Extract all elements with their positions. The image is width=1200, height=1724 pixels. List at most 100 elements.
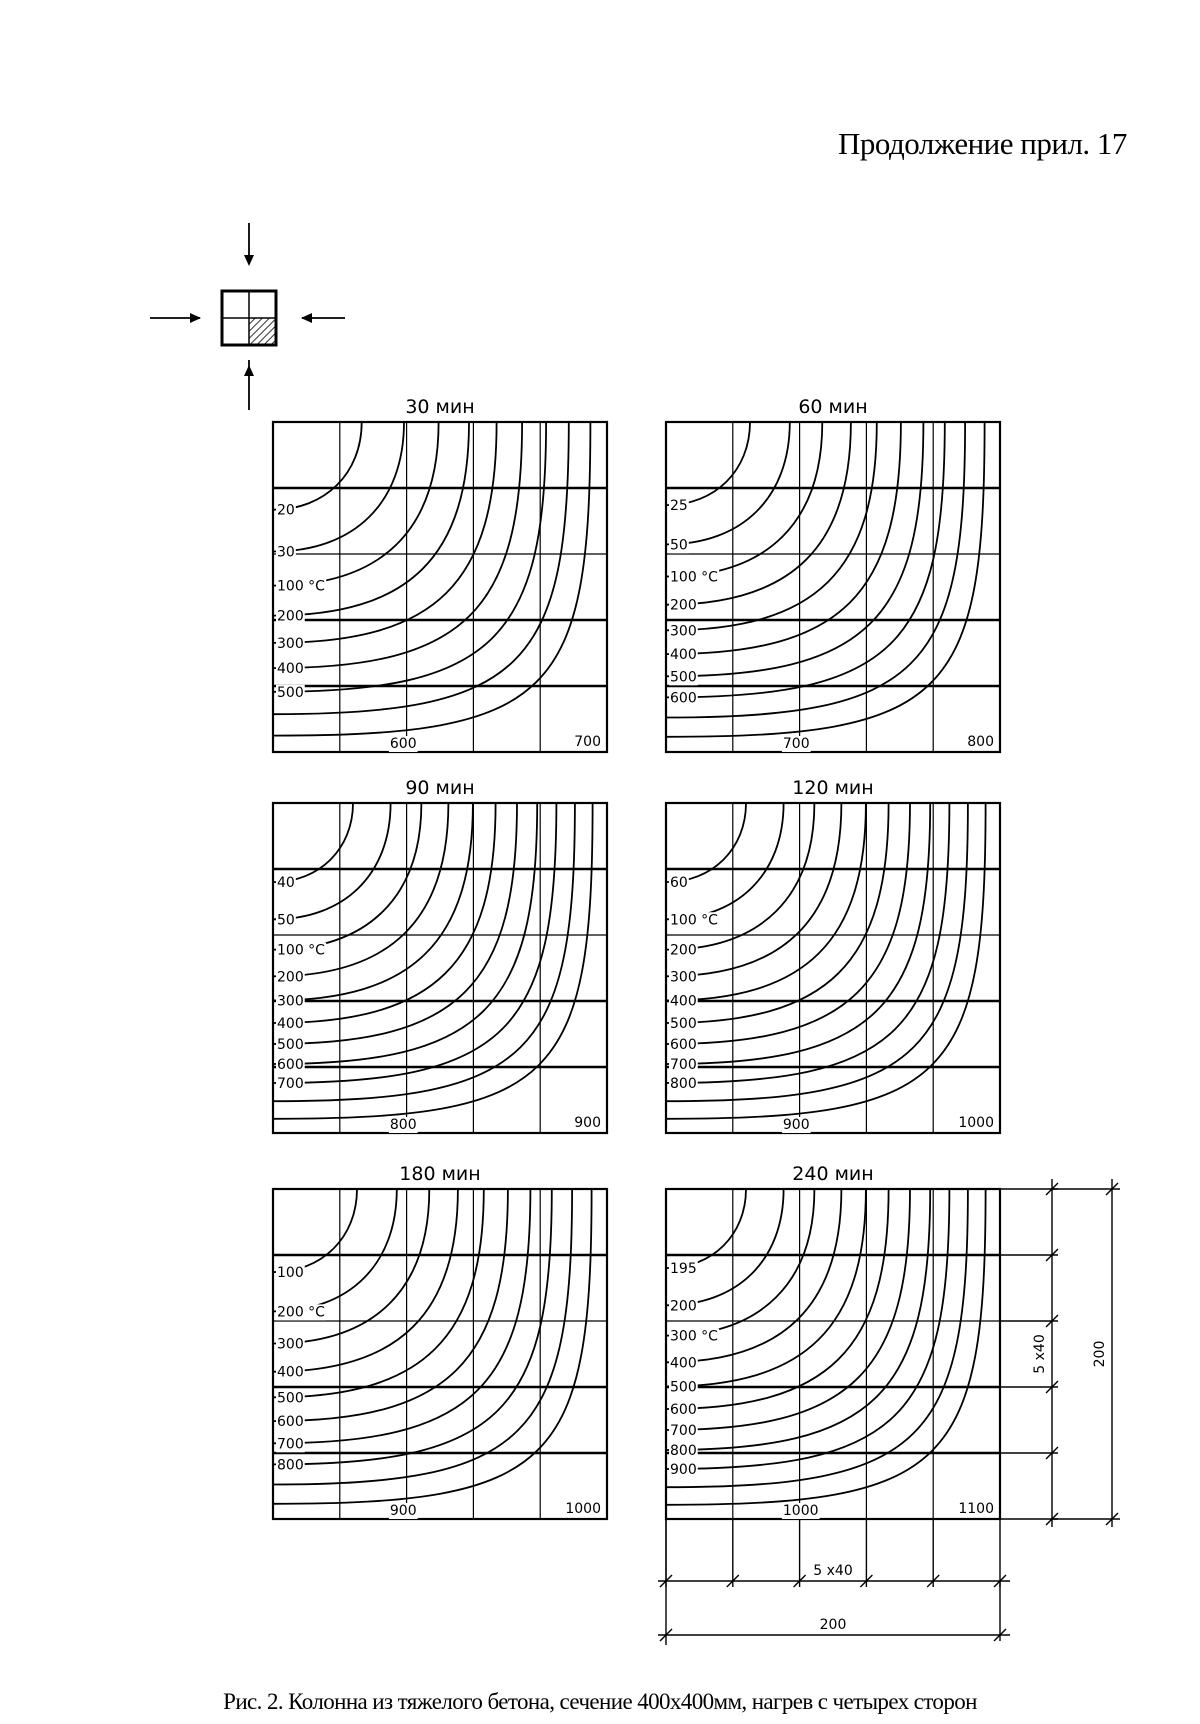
isotherm-label-bg — [276, 608, 305, 625]
isotherm-curve — [272, 421, 405, 553]
isotherm-label: 500 — [670, 669, 697, 685]
isotherm-label: 700 — [670, 1057, 697, 1073]
isotherm-curve — [272, 802, 558, 1084]
isotherm-curve — [272, 1188, 459, 1373]
isotherm-curve — [272, 802, 594, 1120]
isotherm-label: 30 — [277, 544, 295, 560]
heat-arrow-top — [244, 223, 254, 266]
isotherm-label: 50 — [277, 912, 295, 928]
isotherm-label: 900 — [390, 1503, 417, 1519]
isotherm-label: 600 — [670, 1402, 697, 1418]
isotherm-label: 1000 — [958, 1115, 994, 1131]
isotherm-label: 300 — [670, 969, 697, 985]
isotherm-curve — [665, 421, 791, 546]
isotherm-label-bg — [669, 875, 689, 892]
isotherm-label-bg — [276, 1265, 305, 1282]
isotherm-label-bg — [669, 993, 698, 1010]
isotherm-label: 200 — [277, 969, 304, 985]
isotherm-label: 195 — [670, 1261, 697, 1277]
isotherm-label-bg — [276, 1457, 305, 1474]
isotherm-label: 100 °С — [670, 912, 718, 928]
isotherm-curve — [272, 1188, 553, 1466]
isotherm-label: 300 — [277, 994, 304, 1010]
isotherm-label: 600 — [277, 1414, 304, 1430]
isotherm-label-bg — [957, 1115, 995, 1131]
isotherm-label: 100 °С — [277, 943, 325, 959]
dimension-tick — [993, 1628, 1007, 1642]
isotherm-label: 400 — [670, 1355, 697, 1371]
isotherm-label-bg — [669, 969, 698, 986]
isotherm-label: 600 — [670, 1037, 697, 1053]
isotherm-label-bg — [276, 1414, 305, 1431]
isotherm-curve — [272, 421, 440, 587]
isotherm-curve — [665, 421, 852, 606]
isotherm-curve — [272, 1188, 573, 1486]
isotherm-label: 500 — [670, 1016, 697, 1032]
panel-title: 120 мин — [792, 777, 873, 799]
isotherm-label: 100 — [277, 1265, 304, 1281]
hatched-quarter — [249, 318, 276, 345]
isotherm-label-bg — [669, 1037, 698, 1054]
isotherm-curve — [665, 802, 969, 1103]
isotherm-curve — [665, 1188, 932, 1451]
page-header: Продолжение прил. 17 — [838, 126, 1127, 161]
panel-title: 60 мин — [798, 396, 867, 418]
isotherm-label-bg — [669, 1328, 720, 1345]
dimension-tick — [659, 1628, 673, 1642]
isotherm-curve — [665, 421, 986, 738]
isotherm-curve — [272, 1188, 358, 1273]
isotherm-curve — [272, 802, 539, 1065]
isotherm-label: 1000 — [565, 1501, 601, 1517]
isotherm-label: 800 — [967, 734, 994, 750]
isotherm-label-bg — [276, 635, 305, 652]
isotherm-curve — [665, 1188, 785, 1307]
isotherm-curve — [272, 421, 523, 669]
isotherm-label: 20 — [277, 503, 295, 519]
isotherm-curve — [272, 1188, 485, 1399]
isotherm-label-bg — [276, 502, 296, 519]
isotherm-label-bg — [276, 1015, 305, 1032]
isotherm-curve — [272, 421, 570, 716]
isotherm-label-bg — [669, 942, 698, 959]
isotherm-label-bg — [276, 942, 327, 959]
isotherm-label: 400 — [277, 661, 304, 677]
isotherm-label-bg — [669, 1423, 698, 1440]
isotherm-curve — [272, 421, 547, 693]
isotherm-label: 600 — [670, 690, 697, 706]
isotherm-curve — [665, 421, 751, 506]
dimension-tick — [1105, 1512, 1119, 1526]
isotherm-label: 800 — [670, 1076, 697, 1092]
isotherm-curve — [665, 802, 785, 921]
isotherm-label-bg — [276, 875, 296, 892]
isotherm-curve — [665, 802, 890, 1024]
isotherm-curve — [665, 802, 816, 951]
isotherm-label: 200 °С — [277, 1304, 325, 1320]
isotherm-label: 900 — [574, 1115, 601, 1131]
isotherm-curve — [272, 1188, 532, 1445]
isotherm-label: 25 — [670, 498, 688, 514]
isotherm-label-bg — [276, 578, 327, 595]
isotherm-label-bg — [388, 736, 418, 752]
isotherm-label-bg — [388, 1503, 418, 1519]
isotherm-label-bg — [276, 684, 305, 701]
dimension-tick — [926, 1574, 940, 1588]
dimension-label-horizontal-step: 5 х40 — [813, 1563, 852, 1579]
heat-arrow-left — [150, 313, 201, 323]
isotherm-label: 800 — [390, 1117, 417, 1133]
isotherm-label: 700 — [670, 1423, 697, 1439]
panel-frame — [664, 1187, 1002, 1521]
heat-arrow-right — [301, 313, 345, 323]
isotherm-curve — [665, 421, 878, 632]
isotherm-label-bg — [669, 498, 689, 515]
isotherm-label-bg — [669, 912, 720, 929]
isotherm-label-bg — [669, 1461, 698, 1478]
isotherm-label: 300 °С — [670, 1329, 718, 1345]
isotherm-label: 60 — [670, 875, 688, 891]
isotherm-label-bg — [276, 544, 296, 561]
isotherm-label-bg — [966, 734, 995, 750]
isotherm-label: 200 — [670, 598, 697, 614]
